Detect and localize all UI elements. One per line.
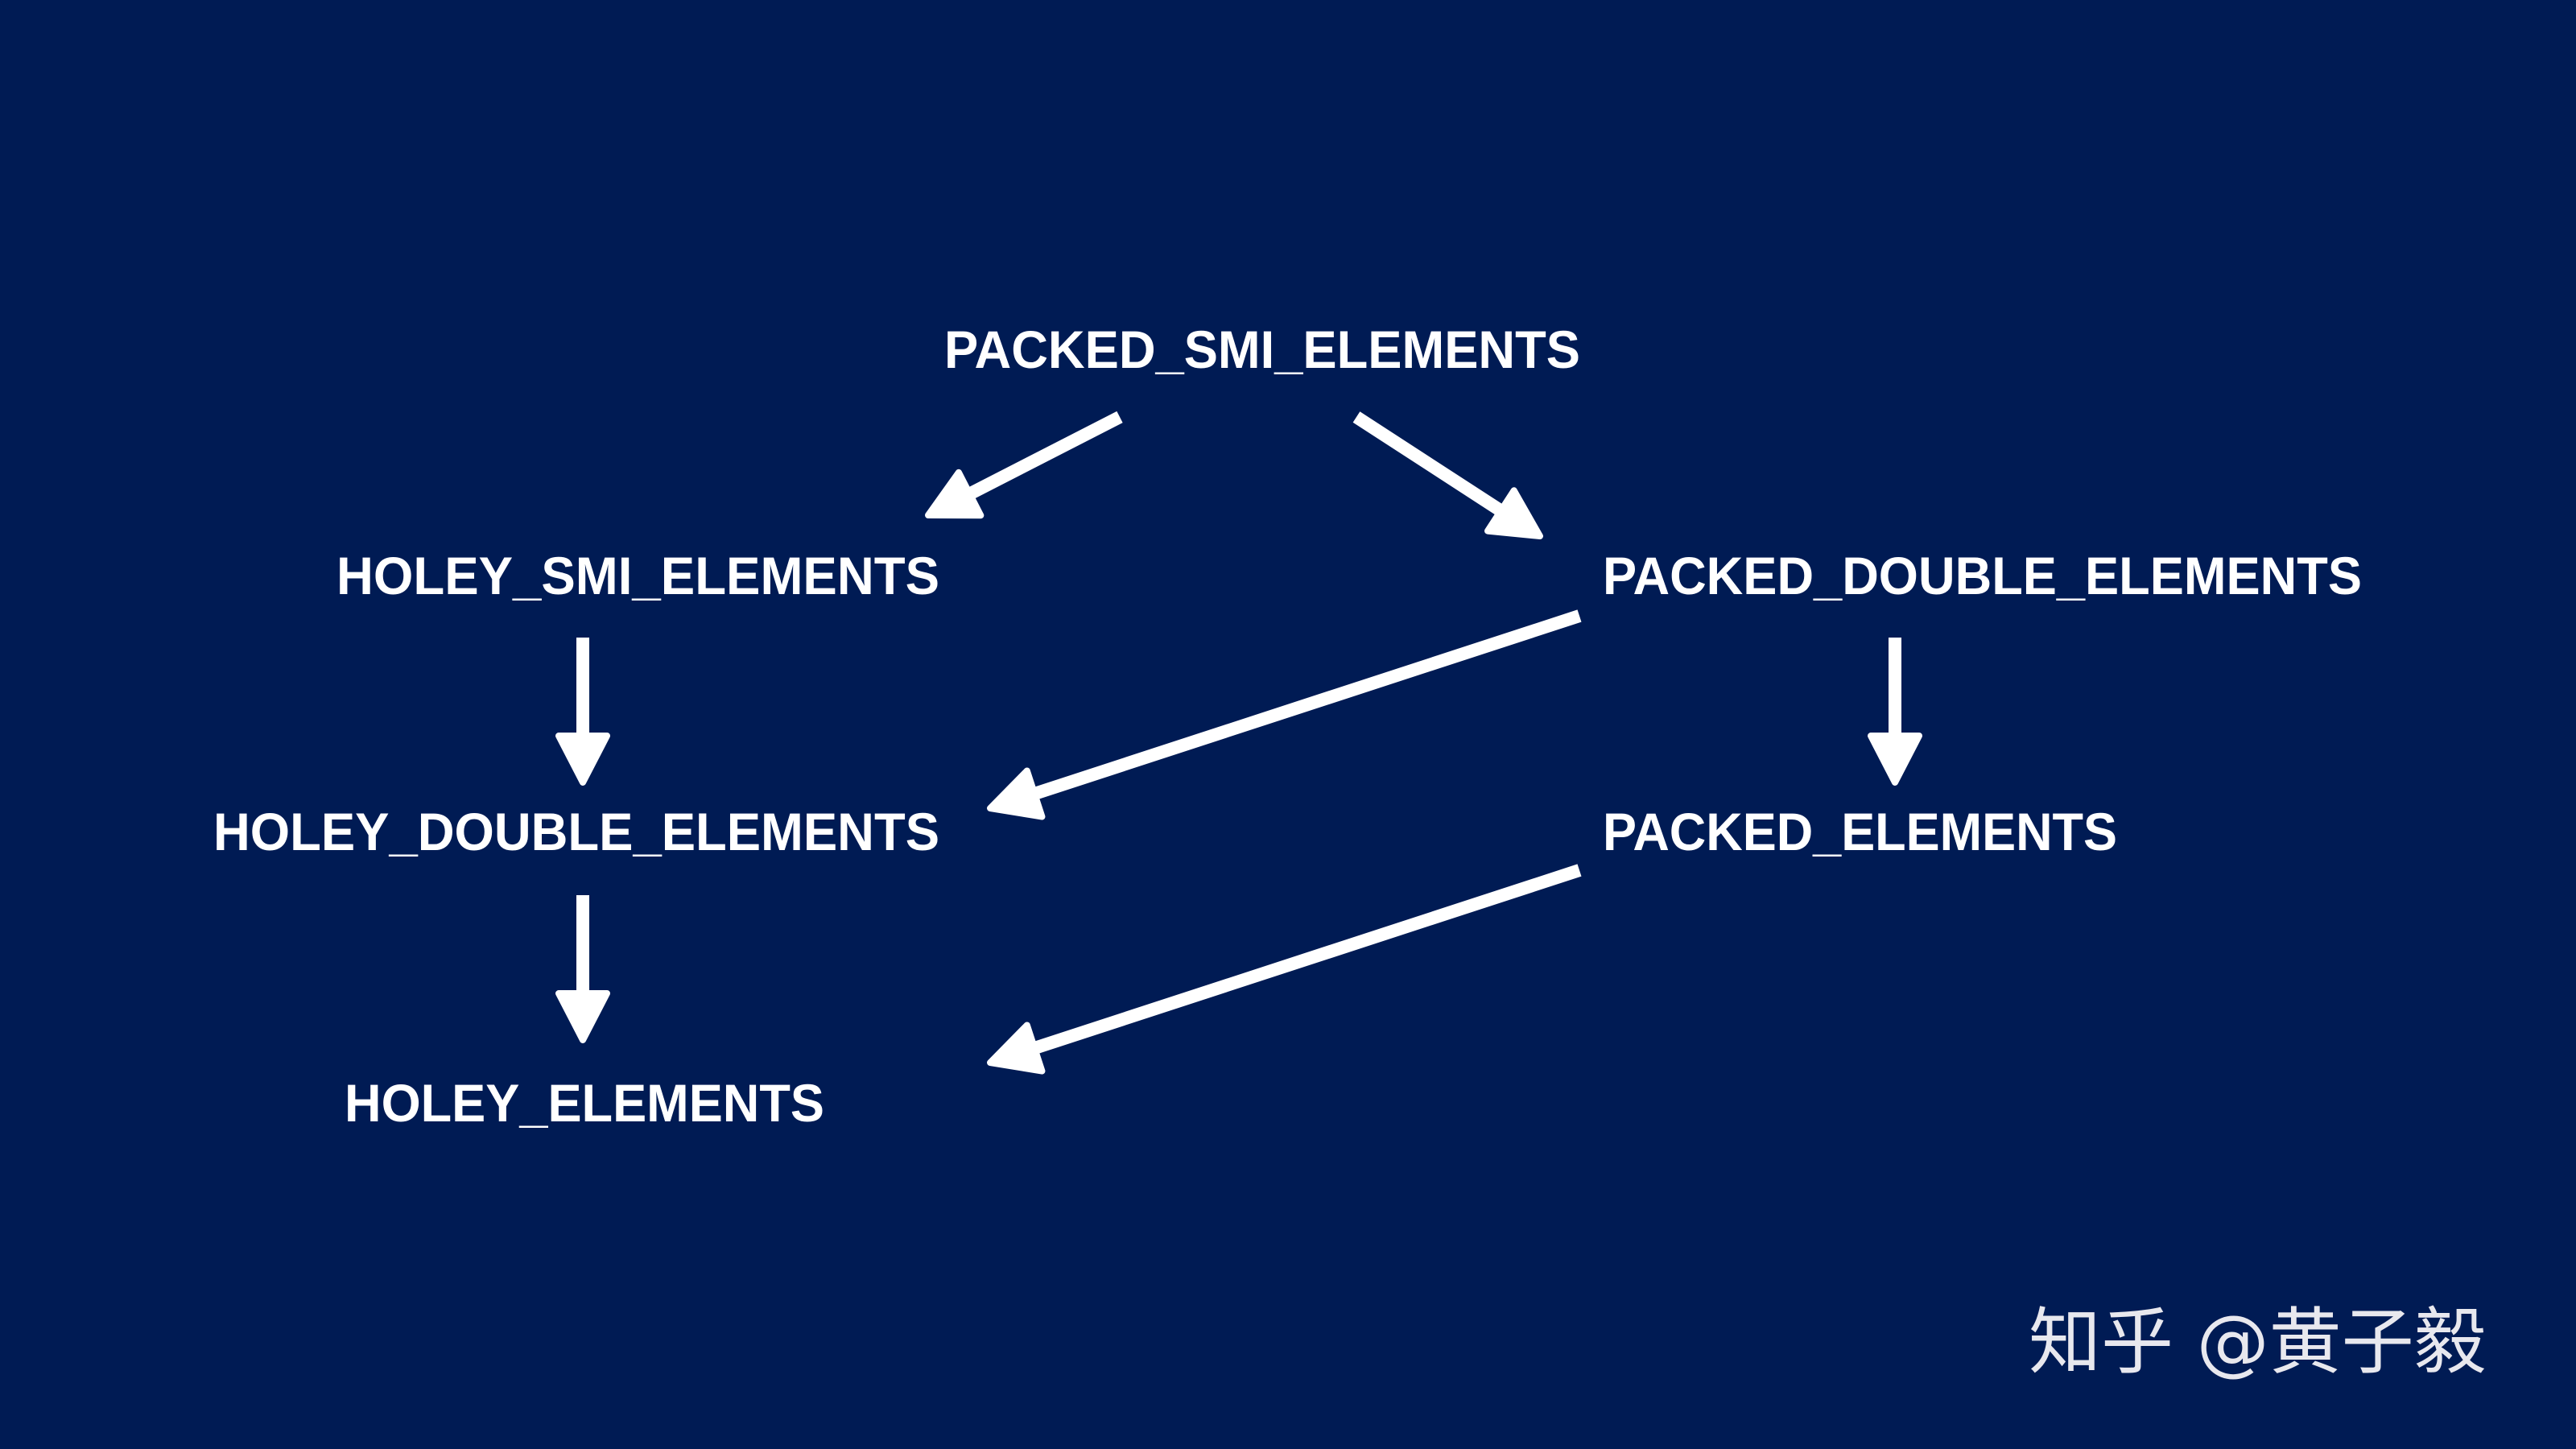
arrow-head-icon bbox=[925, 469, 985, 519]
watermark: 知乎 @黄子毅 bbox=[2029, 1300, 2487, 1385]
arrow-shaft bbox=[1029, 864, 1582, 1055]
arrow-head-icon bbox=[1868, 733, 1922, 786]
node-packed-elements: PACKED_ELEMENTS bbox=[1603, 802, 2117, 861]
arrow-head-icon bbox=[1484, 487, 1543, 539]
arrow-4 bbox=[1868, 638, 1922, 786]
arrow-0 bbox=[925, 411, 1123, 519]
arrow-1 bbox=[1352, 411, 1543, 539]
arrow-3 bbox=[987, 609, 1582, 820]
arrows bbox=[555, 411, 1922, 1075]
arrow-shaft bbox=[1029, 609, 1582, 801]
arrow-shaft bbox=[964, 411, 1123, 502]
arrow-2 bbox=[555, 638, 610, 786]
node-packed-double-elements: PACKED_DOUBLE_ELEMENTS bbox=[1603, 546, 2362, 605]
node-holey-elements: HOLEY_ELEMENTS bbox=[345, 1073, 824, 1133]
arrow-head-icon bbox=[555, 990, 610, 1043]
arrow-head-icon bbox=[987, 1022, 1046, 1075]
arrow-5 bbox=[555, 895, 610, 1043]
arrow-head-icon bbox=[987, 767, 1046, 820]
node-holey-smi-elements: HOLEY_SMI_ELEMENTS bbox=[336, 546, 939, 605]
arrow-shaft bbox=[1352, 411, 1508, 518]
node-holey-double-elements: HOLEY_DOUBLE_ELEMENTS bbox=[213, 802, 939, 861]
arrow-head-icon bbox=[555, 733, 610, 786]
arrow-6 bbox=[987, 864, 1582, 1075]
node-packed-smi-elements: PACKED_SMI_ELEMENTS bbox=[944, 320, 1580, 379]
